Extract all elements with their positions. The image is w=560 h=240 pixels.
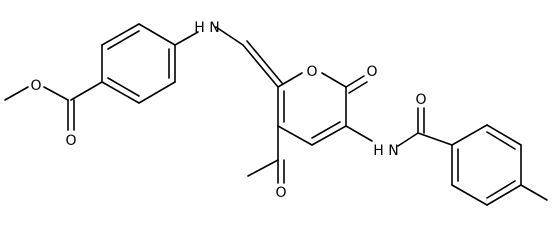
atom-o-ring: O [306, 64, 317, 80]
bond-lines [4, 23, 548, 206]
atom-o-ester-carbonyl: O [65, 133, 76, 149]
atom-labels: O O H N O O O H N O [30, 20, 426, 201]
atom-o-ester-methyl: O [30, 78, 41, 94]
atom-nh-top: H N [194, 20, 219, 36]
molecule-structure: O O H N O O O H N O [4, 20, 548, 206]
atom-o-acetyl: O [275, 185, 286, 201]
atom-nh-amide: H N [373, 143, 398, 159]
atom-o-lactone: O [366, 64, 377, 80]
atom-o-amide: O [415, 92, 426, 108]
